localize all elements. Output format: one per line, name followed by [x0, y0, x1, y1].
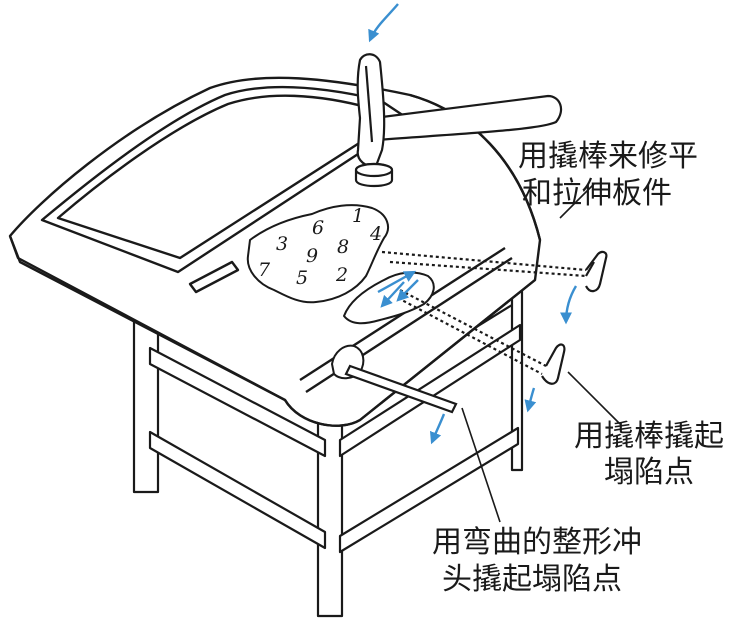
dent-arrow-2: [396, 279, 419, 302]
pry-bar-middle: [397, 289, 566, 385]
hammer-swing-arrow: [368, 3, 399, 43]
dent-number: 4: [369, 223, 382, 245]
pry-bar-upper: [381, 250, 608, 293]
dent-arrow-3: [377, 270, 417, 294]
label-pry-bar-lift-line2: 塌陷点: [604, 455, 694, 490]
label-pry-bar-level-line2: 和拉伸板件: [522, 176, 672, 211]
dent-number: 8: [337, 236, 349, 258]
dent-number: 7: [258, 259, 271, 281]
dent-number: 9: [306, 245, 318, 267]
dent-number: 3: [276, 233, 288, 255]
label-pry-bar-level-line1: 用撬棒来修平: [518, 139, 698, 174]
leader-lines: [461, 183, 621, 523]
dent-arrow-1: [380, 281, 405, 308]
motion-arrows: [368, 3, 578, 445]
dent-number: 5: [296, 267, 308, 289]
right-arrow-1: [560, 285, 578, 325]
right-arrow-2: [524, 387, 537, 413]
annotation-labels: 用撬棒来修平 和拉伸板件 用撬棒撬起 塌陷点 用弯曲的整形冲 头撬起塌陷点: [432, 139, 724, 597]
down-arrow-under: [429, 413, 446, 445]
dent-number: 1: [352, 205, 364, 227]
dent-number: 2: [335, 264, 348, 286]
dent-number: 6: [312, 217, 324, 239]
dent-numbers: 1 2 3 4 5 6 7 8 9: [258, 205, 382, 289]
work-stand: [132, 288, 524, 618]
label-bent-punch-line2: 头撬起塌陷点: [442, 562, 622, 597]
main-dent: [246, 204, 389, 304]
label-bent-punch-line1: 用弯曲的整形冲: [432, 525, 642, 560]
hammer-icon: [354, 53, 563, 188]
bent-punch: [344, 364, 458, 414]
label-pry-bar-lift-line1: 用撬棒撬起: [574, 419, 724, 454]
